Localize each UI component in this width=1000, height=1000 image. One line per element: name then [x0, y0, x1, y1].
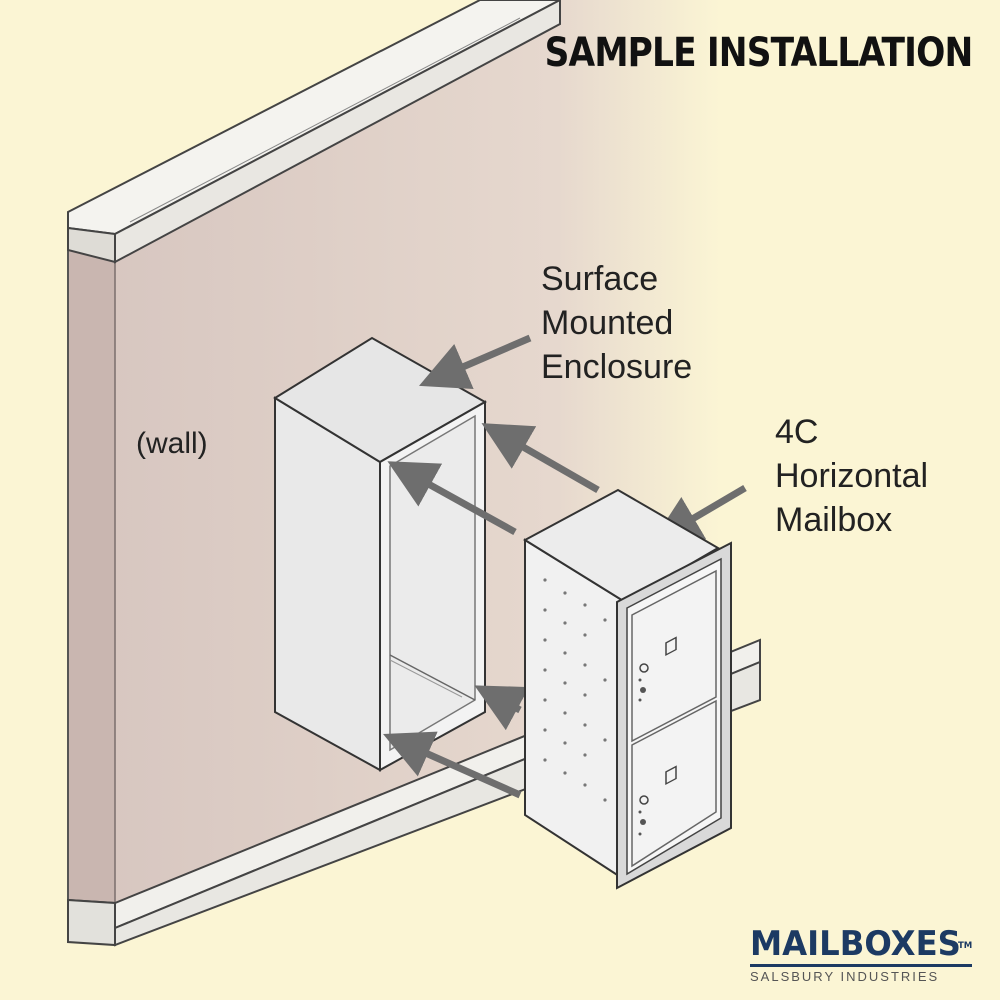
- mailbox-label: 4C Horizontal Mailbox: [775, 410, 928, 542]
- arrow-back-upper: [387, 461, 517, 536]
- arrow-back-bottom: [383, 731, 522, 799]
- arrow-back-lower: [474, 685, 530, 731]
- wall-top-trim: [67, 0, 561, 264]
- logo-name: MAILBOXES: [750, 924, 961, 964]
- mailbox-label-line: 4C: [775, 413, 819, 451]
- mailbox-label-line: Mailbox: [775, 501, 893, 539]
- wall-label: (wall): [136, 427, 208, 460]
- arrow-enclosure-label: [419, 334, 532, 389]
- arrow-back-top: [481, 423, 600, 494]
- page-title: SAMPLE INSTALLATION: [544, 30, 973, 76]
- logo-trademark: TM: [957, 941, 973, 951]
- enclosure-label-line: Enclosure: [541, 348, 693, 386]
- enclosure-label-line: Surface: [541, 260, 659, 298]
- logo-divider: [750, 964, 972, 967]
- enclosure-label: Surface Mounted Enclosure: [541, 257, 692, 389]
- logo-wordmark: MAILBOXES TM: [750, 924, 972, 964]
- mailbox-label-line: Horizontal: [775, 457, 929, 495]
- 4c-horizontal-mailbox: [523, 488, 732, 890]
- logo-tagline: SALSBURY INDUSTRIES: [750, 969, 940, 984]
- enclosure-label-line: Mounted: [541, 304, 674, 342]
- surface-mounted-enclosure: [273, 336, 488, 772]
- mailboxes-logo: MAILBOXES TM SALSBURY INDUSTRIES: [750, 926, 972, 984]
